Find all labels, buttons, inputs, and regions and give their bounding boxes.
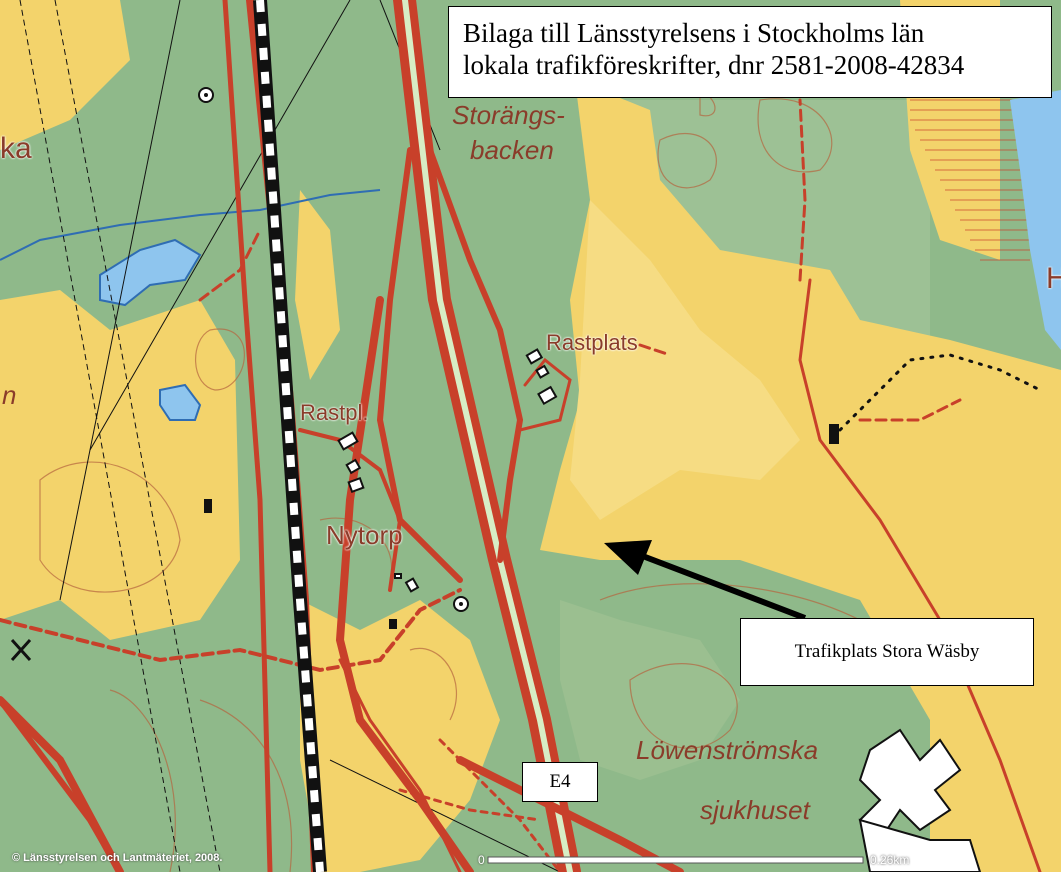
local-roads [0,98,1042,876]
place-label-rastplats: Rastplats [546,330,638,355]
callout-label: Trafikplats Stora Wäsby [794,641,980,662]
stream [0,189,381,261]
place-label-storangsbacken-2: backen [470,135,554,165]
scale-label-end: 0.26km [870,853,910,867]
scale-bar [487,856,864,864]
pond-south [159,383,202,421]
map-copyright: © Länsstyrelsen och Lantmäteriet, 2008. [12,852,223,864]
scale-label-start: 0 [478,853,485,867]
pond-north [99,238,202,307]
road-marker-e4: E4 [522,762,598,802]
field-center [295,190,340,380]
field-northwest [0,0,130,150]
lake-east [1010,90,1061,350]
forest-south-patch [560,600,740,780]
road-marker-label: E4 [549,771,571,792]
crossing-marker [10,638,32,662]
mast-symbols [198,87,469,612]
title-line-2: lokala trafikföreskrifter, dnr 2581-2008… [463,50,965,80]
callout-box-trafikplats: Trafikplats Stora Wäsby [740,618,1034,686]
place-label-ka-fragment: ka [0,132,32,165]
callout-arrow [604,540,807,621]
hospital-complex [858,728,982,873]
place-label-h-fragment: H [1046,262,1061,295]
place-label-sjukhuset: sjukhuset [700,795,810,825]
place-label-lowenstromska: Löwenströmska [636,735,819,765]
place-label-nytorp: Nytorp [326,520,403,550]
place-label-n-fragment: n [2,380,17,410]
railway-ties [256,0,324,873]
field-east-light [570,200,800,520]
field-west [0,290,240,640]
place-label-storangsbacken-1: Storängs- [452,100,565,130]
buildings [204,348,839,629]
contour-lines [39,89,901,873]
title-box: Bilaga till Länsstyrelsens i Stockholms … [448,6,1052,98]
title-line-1: Bilaga till Länsstyrelsens i Stockholms … [463,18,925,48]
place-label-rastpl: Rastpl. [300,400,369,425]
footpath [838,353,1042,432]
